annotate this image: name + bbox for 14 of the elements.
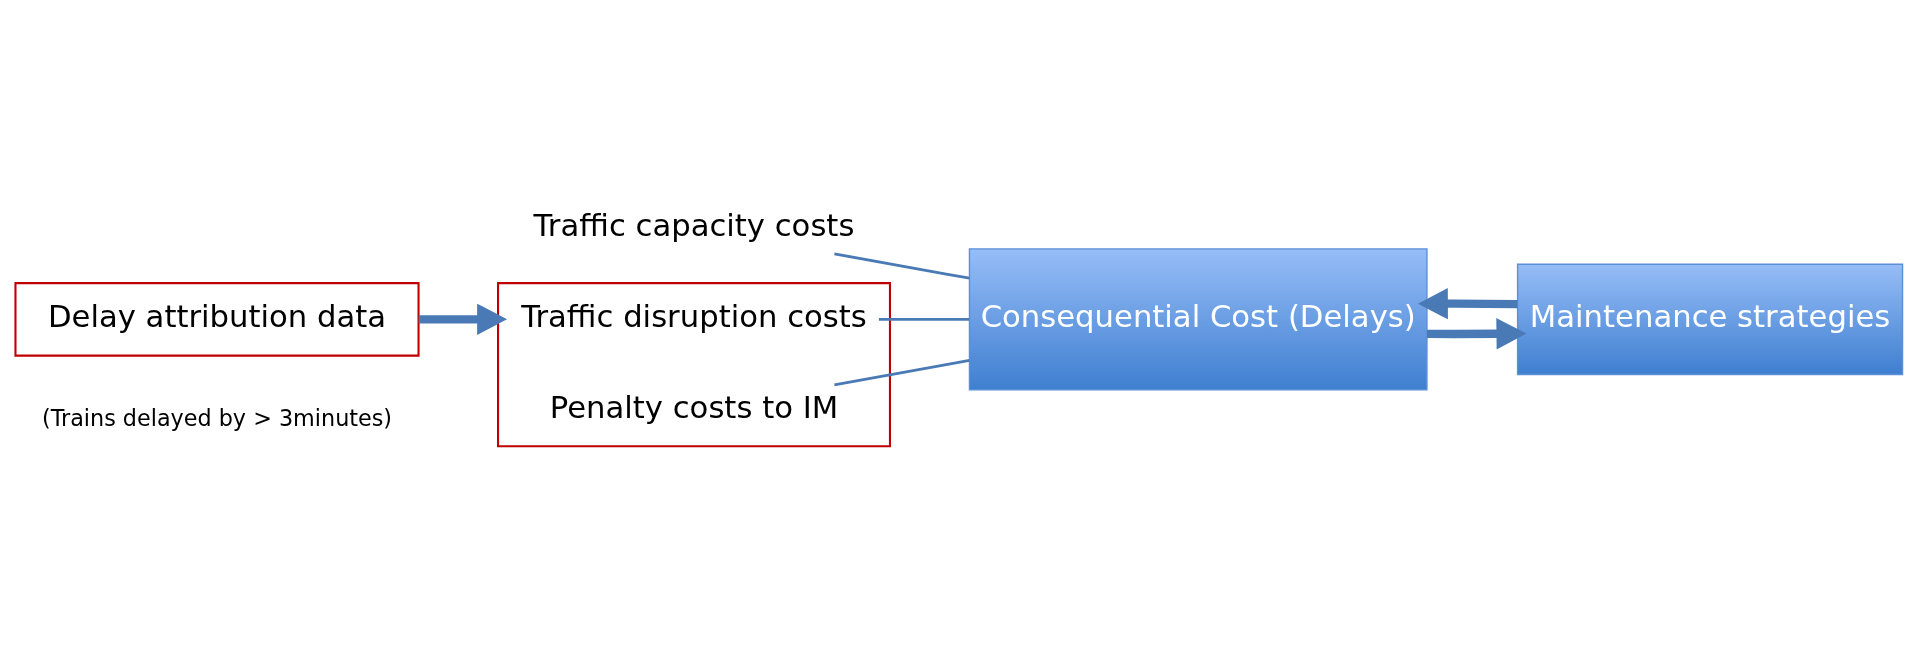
- node-label: (Trains delayed by > 3minutes): [41, 404, 393, 431]
- cluster: [497, 281, 891, 447]
- connector: [878, 317, 970, 321]
- node-box: Consequential Cost (Delays): [968, 247, 1428, 390]
- arrow: [418, 303, 508, 335]
- arrow: [1426, 317, 1527, 349]
- node-box: Delay attribution data: [14, 281, 420, 357]
- arrow: [1417, 287, 1518, 319]
- connector: [834, 358, 970, 386]
- node-text: Traffic disruption costs: [521, 298, 867, 334]
- node-box: Maintenance strategies: [1516, 263, 1904, 375]
- node-text: Penalty costs to IM: [549, 389, 839, 425]
- node-text: Traffic capacity costs: [533, 207, 855, 243]
- connector: [834, 251, 970, 280]
